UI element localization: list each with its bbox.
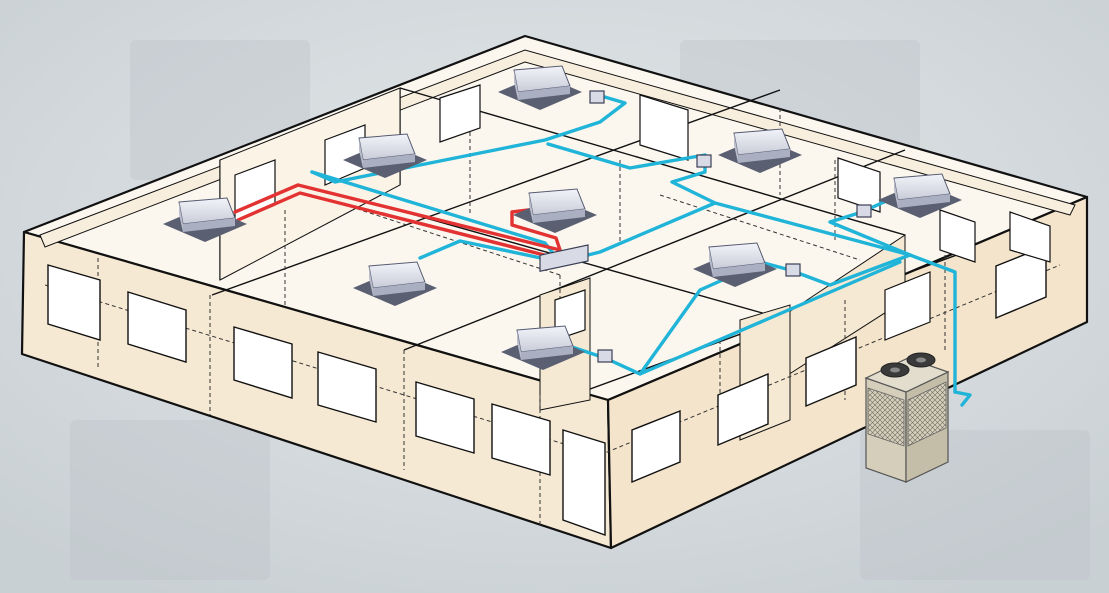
outdoor-unit xyxy=(864,352,950,483)
indoor-unit xyxy=(163,197,247,242)
red-pipe-b xyxy=(236,191,558,260)
pipe-front-unit xyxy=(570,260,902,376)
indoor-units xyxy=(163,65,962,370)
heat-recovery-piping xyxy=(233,183,562,260)
branch-box xyxy=(589,90,605,104)
indoor-unit xyxy=(498,65,582,110)
pipe-far-right-branch xyxy=(828,210,912,257)
window xyxy=(127,291,187,363)
pipe-back-run-2 xyxy=(546,142,707,170)
window xyxy=(415,381,475,454)
red-pipe-a xyxy=(233,183,562,252)
window xyxy=(317,351,377,423)
indoor-unit xyxy=(343,133,427,178)
window xyxy=(717,372,769,447)
indoor-unit xyxy=(353,261,437,306)
pipe-to-outdoor xyxy=(953,390,972,407)
windows-front-left xyxy=(47,264,606,536)
branch-box xyxy=(696,154,712,168)
window xyxy=(805,335,857,408)
red-pipe-c xyxy=(510,206,562,252)
window xyxy=(631,409,681,484)
branch-box xyxy=(785,263,801,277)
outdoor-unit-grille-side xyxy=(907,381,947,447)
pipe-left-unit xyxy=(418,239,562,264)
window xyxy=(233,326,293,399)
pipe-back-run xyxy=(310,93,627,184)
indoor-unit xyxy=(693,242,777,287)
branch-boxes xyxy=(539,90,872,363)
branch-box xyxy=(597,349,613,363)
window xyxy=(47,264,101,341)
indoor-unit xyxy=(513,188,597,233)
branch-box xyxy=(856,204,872,218)
branch-selector-box xyxy=(539,244,589,272)
indoor-unit xyxy=(501,325,585,370)
pipe-main-trunk xyxy=(558,201,957,394)
interior-windows xyxy=(234,84,1051,341)
window xyxy=(491,403,551,476)
indoor-unit xyxy=(878,173,962,218)
windows-front-right xyxy=(631,244,1047,484)
door xyxy=(562,429,606,536)
pipe-right-unit xyxy=(758,253,912,287)
outdoor-unit-grille-front xyxy=(867,387,905,447)
indoor-unit xyxy=(718,128,802,173)
